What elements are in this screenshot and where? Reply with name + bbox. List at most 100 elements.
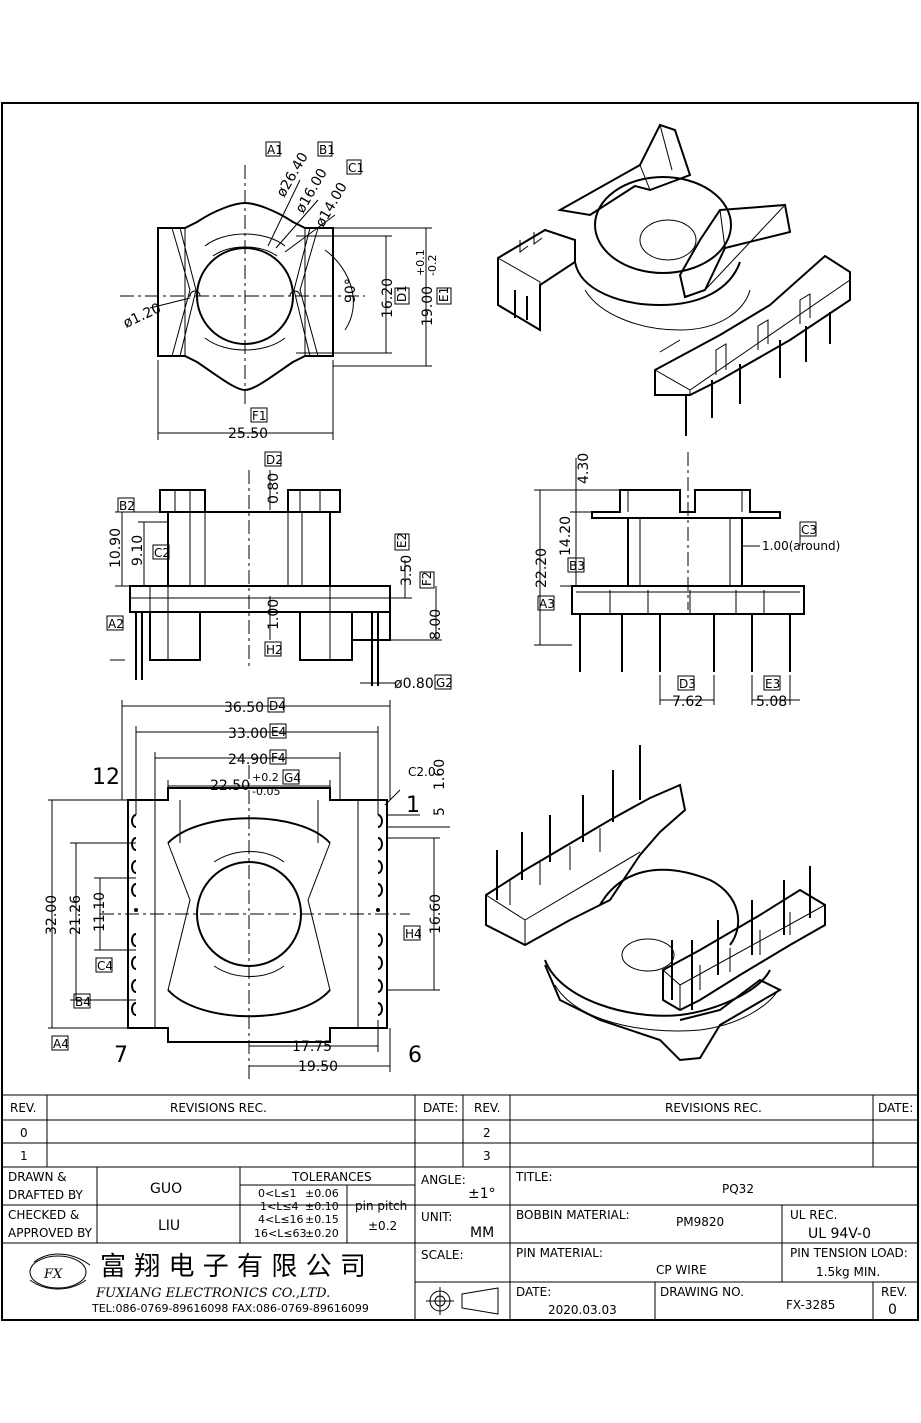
pin-number-6: 6 [408, 1043, 422, 1068]
rev-row-2: 2 [483, 1126, 491, 1140]
front-view: D2 0.80 B2 10.90 9.10 C2 E2 3.50 F2 8.00… [106, 451, 453, 692]
checked-by: LIU [158, 1218, 180, 1234]
dim-label-c2: C2 [154, 546, 170, 560]
unit-label: UNIT: [421, 1210, 452, 1224]
dim-1-60-value: 1.60 [432, 759, 448, 790]
bobbin-material-value: PM9820 [676, 1215, 724, 1229]
scale-label: SCALE: [421, 1248, 464, 1262]
dim-label-f1: F1 [252, 409, 267, 423]
dim-g4-tol-up: +0.2 [252, 771, 279, 784]
dim-17-75-value: 17.75 [292, 1039, 332, 1055]
rev-value: 0 [888, 1302, 897, 1318]
pin-pitch-label: pin pitch [355, 1199, 407, 1213]
rev-row-3: 3 [483, 1149, 491, 1163]
dim-f4-value: 24.90 [228, 752, 268, 768]
dim-label-a3: A3 [539, 597, 555, 611]
dim-label-d2: D2 [266, 453, 283, 467]
rev-header-left: REV. [10, 1101, 36, 1115]
dim-g4-value: 22.50 [210, 778, 250, 794]
isometric-view-top [497, 123, 851, 436]
pin-material-value: CP WIRE [656, 1263, 707, 1277]
rev-row-0: 0 [20, 1126, 28, 1140]
checked-label-1: CHECKED & [8, 1208, 79, 1222]
dim-19-50-value: 19.50 [298, 1059, 338, 1075]
drawn-label-1: DRAWN & [8, 1170, 67, 1184]
dim-label-e1: E1 [437, 287, 451, 302]
side-view: 4.30 14.20 22.20 B3 A3 C3 1.00(around) D… [534, 452, 840, 710]
revisions-header-right: REVISIONS REC. [665, 1101, 762, 1115]
dim-label-d3: D3 [679, 677, 696, 691]
dim-e1-tol-down: -0.2 [426, 255, 439, 276]
dim-h2-value: 1.00 [266, 599, 282, 630]
dim-11-10-value: 11.10 [92, 892, 108, 932]
drawing-border [1, 102, 919, 1321]
ul-rec-value: UL 94V-0 [808, 1226, 871, 1242]
dim-c2-0-value: C2.0 [408, 765, 435, 779]
tol-value-3: ±0.20 [305, 1227, 339, 1240]
rev-header-right: REV. [474, 1101, 500, 1115]
dim-label-c3: C3 [801, 523, 817, 537]
tol-range-0: 0<L≤1 [258, 1187, 297, 1200]
dim-21-26-value: 21.26 [68, 895, 84, 935]
dim-label-f2: F2 [420, 571, 434, 586]
dim-e1-tol-up: +0.1 [414, 249, 427, 276]
title-block: REV. REVISIONS REC. DATE: REV. REVISIONS… [2, 1094, 918, 1320]
checked-label-2: APPROVED BY [8, 1226, 93, 1240]
dim-c3-value: 1.00(around) [762, 539, 840, 553]
dim-f1-value: 25.50 [228, 426, 268, 442]
date-label: DATE: [516, 1285, 551, 1299]
dim-label-h2: H2 [266, 643, 283, 657]
dim-b2-value: 10.90 [108, 528, 124, 568]
company-name-cn: 富 翔 电 子 有 限 公 司 [100, 1252, 366, 1282]
unit-value: MM [470, 1225, 494, 1241]
dim-h4-value: 16.60 [428, 894, 444, 934]
dim-14-20-value: 14.20 [558, 516, 574, 556]
dim-angle-value: 90° [343, 278, 359, 303]
pin-number-7: 7 [114, 1043, 128, 1068]
dim-e4-value: 33.00 [228, 726, 268, 742]
dim-label-b3: B3 [569, 559, 585, 573]
dim-d3-value: 7.62 [672, 694, 703, 710]
date-header-left: DATE: [423, 1101, 458, 1115]
dim-label-d4: D4 [269, 699, 286, 713]
dim-label-b4: B4 [75, 995, 91, 1009]
dim-label-a4: A4 [53, 1037, 69, 1051]
dim-label-e3: E3 [765, 677, 780, 691]
bobbin-material-label: BOBBIN MATERIAL: [516, 1208, 630, 1222]
title-label: TITLE: [515, 1170, 553, 1184]
revisions-header-left: REVISIONS REC. [170, 1101, 267, 1115]
dim-g2-value: ø0.80 [394, 676, 434, 692]
dim-label-a2: A2 [108, 617, 124, 631]
tol-range-2: 4<L≤16 [258, 1213, 304, 1226]
dim-d1-value: 16.20 [380, 278, 396, 318]
dim-d4-value: 36.50 [224, 700, 264, 716]
dim-label-a1: A1 [267, 143, 283, 157]
tolerances-header: TOLERANCES [291, 1170, 372, 1184]
pin-tension-label: PIN TENSION LOAD: [790, 1246, 908, 1260]
drawing-no-label: DRAWING NO. [660, 1285, 744, 1299]
tol-range-1: 1<L≤4 [260, 1200, 299, 1213]
dim-label-b2: B2 [119, 499, 135, 513]
drawing-no-value: FX-3285 [786, 1298, 835, 1312]
dim-label-c1: C1 [348, 161, 364, 175]
pin-material-label: PIN MATERIAL: [516, 1246, 603, 1260]
company-name-en: FUXIANG ELECTRONICS CO.,LTD. [95, 1286, 330, 1301]
dim-22-20-value: 22.20 [534, 548, 550, 588]
dim-d2-value: 0.80 [266, 473, 282, 504]
dim-label-b1: B1 [319, 143, 335, 157]
dim-label-g2: G2 [436, 676, 453, 690]
drawn-label-2: DRAFTED BY [8, 1188, 84, 1202]
logo-text: FX [43, 1267, 63, 1282]
ul-rec-label: UL REC. [790, 1208, 837, 1222]
tol-value-2: ±0.15 [305, 1213, 339, 1226]
dim-label-g4: G4 [284, 771, 301, 785]
dim-32-00-value: 32.00 [44, 895, 60, 935]
drawn-by: GUO [150, 1181, 182, 1197]
dim-e3-value: 5.08 [756, 694, 787, 710]
dim-e2-value: 3.50 [399, 555, 415, 586]
dim-f2-value: 8.00 [428, 609, 444, 640]
dim-label-c4: C4 [97, 959, 113, 973]
tol-value-1: ±0.10 [305, 1200, 339, 1213]
angle-value: ±1° [468, 1186, 496, 1202]
tol-value-0: ±0.06 [305, 1187, 339, 1200]
